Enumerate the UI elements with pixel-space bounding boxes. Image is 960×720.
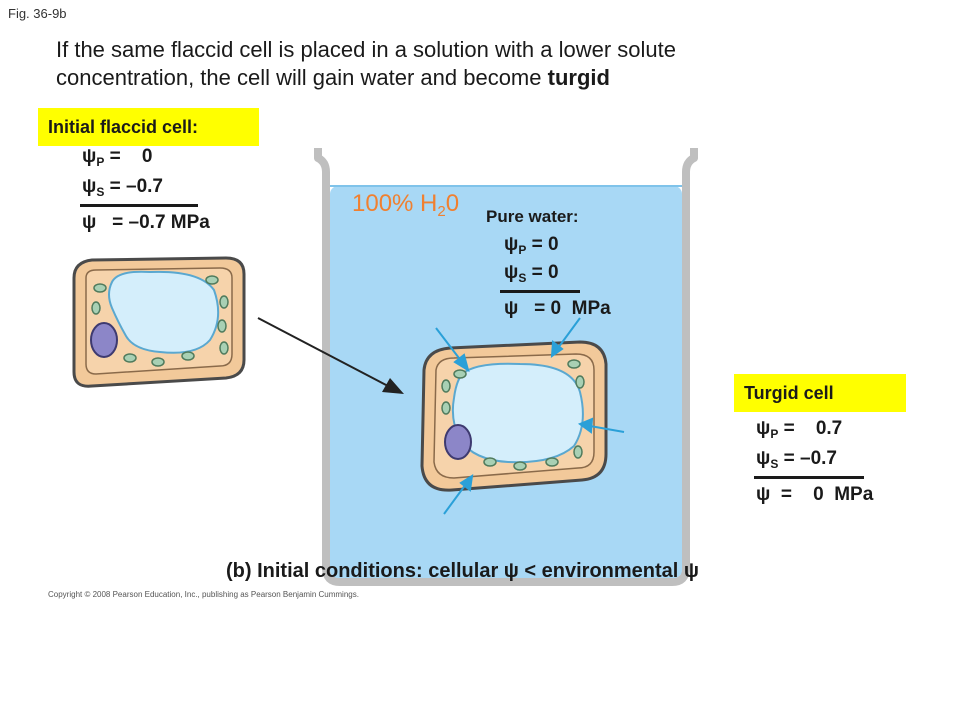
copyright-notice: Copyright © 2008 Pearson Education, Inc.… (48, 590, 359, 599)
psi-subscript: P (96, 155, 105, 169)
psi-value: = –0.7 (109, 176, 163, 197)
turgid-sum-rule (754, 476, 864, 479)
headline-line-2: concentration, the cell will gain water … (56, 64, 936, 92)
initial-cell-title: Initial flaccid cell: (38, 108, 259, 146)
pure-water-title: Pure water: (486, 207, 579, 226)
flaccid-cell (72, 256, 246, 388)
psi-value: = 0 MPa (534, 298, 611, 319)
psi-symbol: ψ (82, 212, 97, 233)
pure-psi-s: ψS = 0 (504, 262, 559, 289)
psi-value: = –0.7 MPa (112, 212, 210, 233)
headline-line-2-text: concentration, the cell will gain water … (56, 65, 542, 90)
figure-caption: (b) Initial conditions: cellular ψ < env… (226, 560, 699, 582)
concentration-subscript: 2 (437, 203, 446, 220)
headline: If the same flaccid cell is placed in a … (56, 36, 936, 92)
pure-psi-total: ψ = 0 MPa (504, 298, 611, 320)
initial-sum-rule (80, 204, 198, 207)
psi-value: = 0.7 (783, 418, 843, 439)
psi-subscript: S (96, 185, 105, 199)
turgid-cell-title: Turgid cell (734, 374, 906, 412)
transfer-arrow (257, 317, 404, 394)
headline-line-1: If the same flaccid cell is placed in a … (56, 37, 676, 62)
psi-symbol: ψ (756, 448, 771, 469)
psi-subscript: S (518, 271, 527, 285)
initial-psi-s: ψS = –0.7 (82, 176, 163, 203)
concentration-suffix: 0 (445, 190, 460, 217)
water-influx-arrows (435, 317, 625, 515)
initial-psi-total: ψ = –0.7 MPa (82, 212, 210, 234)
initial-psi-p: ψP = 0 (82, 146, 152, 173)
pure-psi-p: ψP = 0 (504, 234, 559, 261)
psi-subscript: S (770, 457, 779, 471)
psi-value: = –0.7 (783, 448, 837, 469)
turgid-nucleus (444, 424, 472, 460)
flaccid-nucleus (90, 322, 118, 358)
figure-label: Fig. 36-9b (8, 6, 67, 21)
psi-symbol: ψ (504, 262, 519, 283)
turgid-cell (420, 340, 608, 492)
concentration-prefix: 100% H (352, 190, 438, 217)
psi-symbol: ψ (82, 146, 97, 167)
turgid-psi-p: ψP = 0.7 (756, 418, 842, 445)
headline-emphasis: turgid (547, 65, 610, 90)
psi-value: = 0 (531, 234, 559, 255)
psi-value: = 0 (531, 262, 559, 283)
psi-value: = 0 MPa (780, 484, 874, 505)
psi-value: = 0 (109, 146, 153, 167)
psi-symbol: ψ (504, 298, 519, 319)
psi-symbol: ψ (756, 418, 771, 439)
psi-symbol: ψ (82, 176, 97, 197)
turgid-psi-s: ψS = –0.7 (756, 448, 837, 475)
turgid-psi-total: ψ = 0 MPa (756, 484, 873, 506)
psi-symbol: ψ (756, 484, 771, 505)
water-concentration-label: 100% H20 (352, 190, 459, 220)
psi-symbol: ψ (504, 234, 519, 255)
pure-sum-rule (500, 290, 580, 293)
psi-subscript: P (770, 427, 779, 441)
psi-subscript: P (518, 243, 527, 257)
